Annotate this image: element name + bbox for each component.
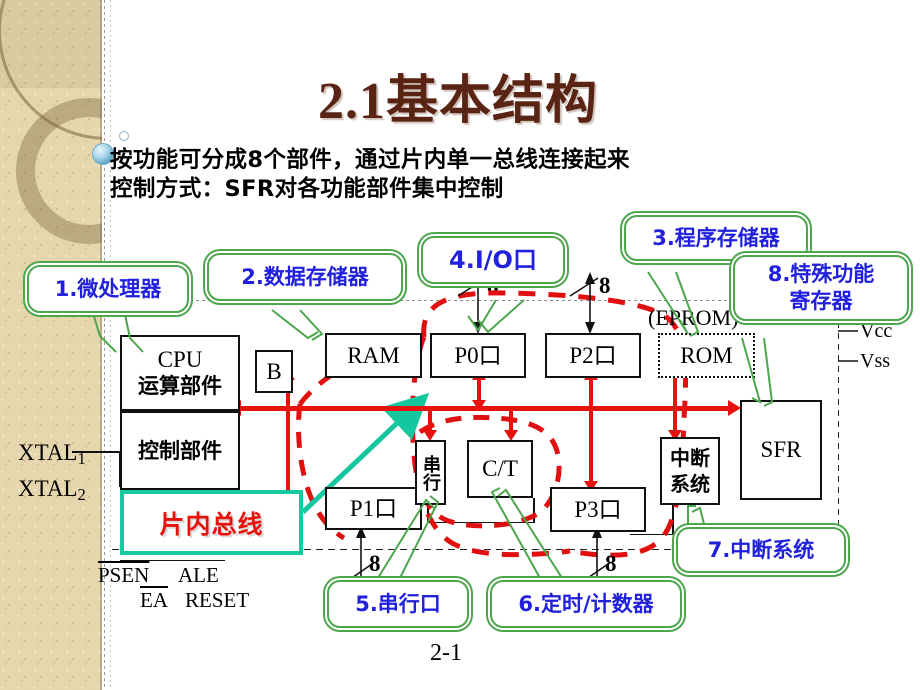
callout-8-special-function-register[interactable]: 8.特殊功能 寄存器 bbox=[733, 255, 909, 321]
block-control-unit-label: 控制部件 bbox=[138, 438, 222, 463]
callout-8-label-1: 8.特殊功能 bbox=[767, 262, 875, 286]
pin-vss: Vss bbox=[860, 350, 891, 372]
chip-boundary-right bbox=[838, 300, 839, 550]
xtal1-lead bbox=[72, 451, 120, 453]
ct-bottom-stub bbox=[533, 498, 535, 523]
block-control-unit[interactable]: 控制部件 bbox=[120, 411, 240, 490]
callout-3-program-memory[interactable]: 3.程序存储器 bbox=[624, 215, 808, 261]
intro-line-2: 控制方式：SFR对各功能部件集中控制 bbox=[110, 176, 504, 202]
pin-xtal1: XTAL1 bbox=[18, 440, 86, 469]
callout-7-label: 7.中断系统 bbox=[707, 537, 815, 562]
inner-bus-label: 片内总线 bbox=[159, 509, 264, 539]
serial-bottom-stub bbox=[427, 505, 429, 523]
rom-interrupt-red-link bbox=[673, 378, 677, 436]
callout-5-serial-port[interactable]: 5.串行口 bbox=[327, 580, 469, 628]
block-p1-port[interactable]: P1口 bbox=[325, 487, 422, 530]
callout-4-label: 4.I/O口 bbox=[449, 245, 537, 274]
bus-width-p0: 8 bbox=[487, 273, 499, 298]
block-ram-label: RAM bbox=[347, 342, 400, 368]
bus-width-p1: 8 bbox=[369, 551, 381, 576]
block-interrupt-label-1: 中断 bbox=[670, 446, 710, 470]
block-rom-note: (EPROM) bbox=[648, 305, 739, 330]
block-b-register[interactable]: B bbox=[255, 350, 293, 393]
block-cpu-label-2: 运算部件 bbox=[138, 374, 222, 398]
block-p2-port[interactable]: P2口 bbox=[545, 333, 641, 378]
slide-title: 2.1基本结构 bbox=[318, 73, 599, 130]
block-cpu-label-1: CPU bbox=[157, 347, 203, 372]
block-interrupt-label-2: 系统 bbox=[670, 472, 710, 496]
callout-1-microprocessor[interactable]: 1.微处理器 bbox=[27, 265, 189, 313]
ram-p1-red-link bbox=[286, 378, 290, 513]
block-p3-port[interactable]: P3口 bbox=[550, 487, 646, 532]
decorative-side-band bbox=[0, 0, 102, 690]
block-sfr[interactable]: SFR bbox=[740, 400, 822, 500]
callout-5-label: 5.串行口 bbox=[355, 591, 441, 616]
page-number: 2-1 bbox=[430, 640, 462, 666]
block-p1-label: P1口 bbox=[349, 495, 398, 521]
block-interrupt-system[interactable]: 中断 系统 bbox=[660, 437, 720, 505]
callout-2-label: 2.数据存储器 bbox=[241, 264, 369, 289]
block-serial-port[interactable]: 串 行 bbox=[415, 440, 446, 505]
block-b-label: B bbox=[266, 358, 282, 384]
block-rom[interactable]: ROM bbox=[658, 333, 755, 378]
callout-8-label-2: 寄存器 bbox=[789, 289, 853, 313]
bus-width-p3: 8 bbox=[605, 551, 617, 576]
block-rom-label: ROM bbox=[680, 342, 733, 368]
callout-4-io-port[interactable]: 4.I/O口 bbox=[421, 236, 565, 284]
bullet-ringlet-icon bbox=[119, 131, 129, 141]
callout-2-data-memory[interactable]: 2.数据存储器 bbox=[207, 253, 403, 301]
block-ram[interactable]: RAM bbox=[325, 333, 422, 378]
intro-text: 按功能可分成8个部件，通过片内单一总线连接起来 控制方式：SFR对各功能部件集中… bbox=[110, 146, 630, 204]
p2-width-arrow-up bbox=[585, 272, 595, 284]
pin-xtal2: XTAL2 bbox=[18, 476, 86, 505]
p2-width-slash bbox=[569, 277, 599, 297]
xtal-lead-vertical bbox=[119, 451, 121, 487]
pin-reset: RESET bbox=[185, 588, 250, 612]
inner-bus-callout-box: 片内总线 bbox=[120, 490, 303, 555]
bus-arrow-right bbox=[728, 400, 741, 416]
pin-vcc: Vcc bbox=[860, 320, 893, 342]
block-p0-label: P0口 bbox=[454, 342, 502, 368]
bus-width-p2: 8 bbox=[599, 273, 611, 298]
block-counter-timer[interactable]: C/T bbox=[467, 440, 533, 498]
p0-red-arrow-down bbox=[472, 400, 486, 411]
interrupt-bottom-stub bbox=[672, 505, 674, 535]
block-p0-port[interactable]: P0口 bbox=[430, 333, 526, 378]
callout-3-label: 3.程序存储器 bbox=[652, 225, 780, 250]
pin-ale: ALE bbox=[178, 563, 219, 587]
psen-ale-lead bbox=[120, 560, 225, 562]
callout-7-interrupt-system[interactable]: 7.中断系统 bbox=[676, 527, 846, 573]
pin-ea: EA bbox=[140, 588, 168, 612]
block-serial-label-1: 串 bbox=[420, 454, 441, 473]
block-counter-timer-label: C/T bbox=[482, 456, 518, 481]
pin-psen: PSEN bbox=[98, 563, 150, 587]
intro-line-1: 按功能可分成8个部件，通过片内单一总线连接起来 bbox=[110, 147, 630, 173]
serial-ct-link bbox=[427, 522, 535, 524]
p2-p3-red-link bbox=[589, 378, 593, 488]
block-p3-label: P3口 bbox=[574, 496, 622, 522]
block-sfr-label: SFR bbox=[760, 437, 802, 462]
bullet-sphere-icon bbox=[92, 143, 114, 165]
callout-1-label: 1.微处理器 bbox=[54, 276, 162, 301]
block-cpu[interactable]: CPU 运算部件 bbox=[120, 335, 240, 411]
callout-6-timer-counter[interactable]: 6.定时/计数器 bbox=[490, 580, 682, 628]
block-serial-label-2: 行 bbox=[420, 472, 441, 491]
block-p2-label: P2口 bbox=[569, 342, 617, 368]
callout-6-label: 6.定时/计数器 bbox=[518, 591, 654, 616]
